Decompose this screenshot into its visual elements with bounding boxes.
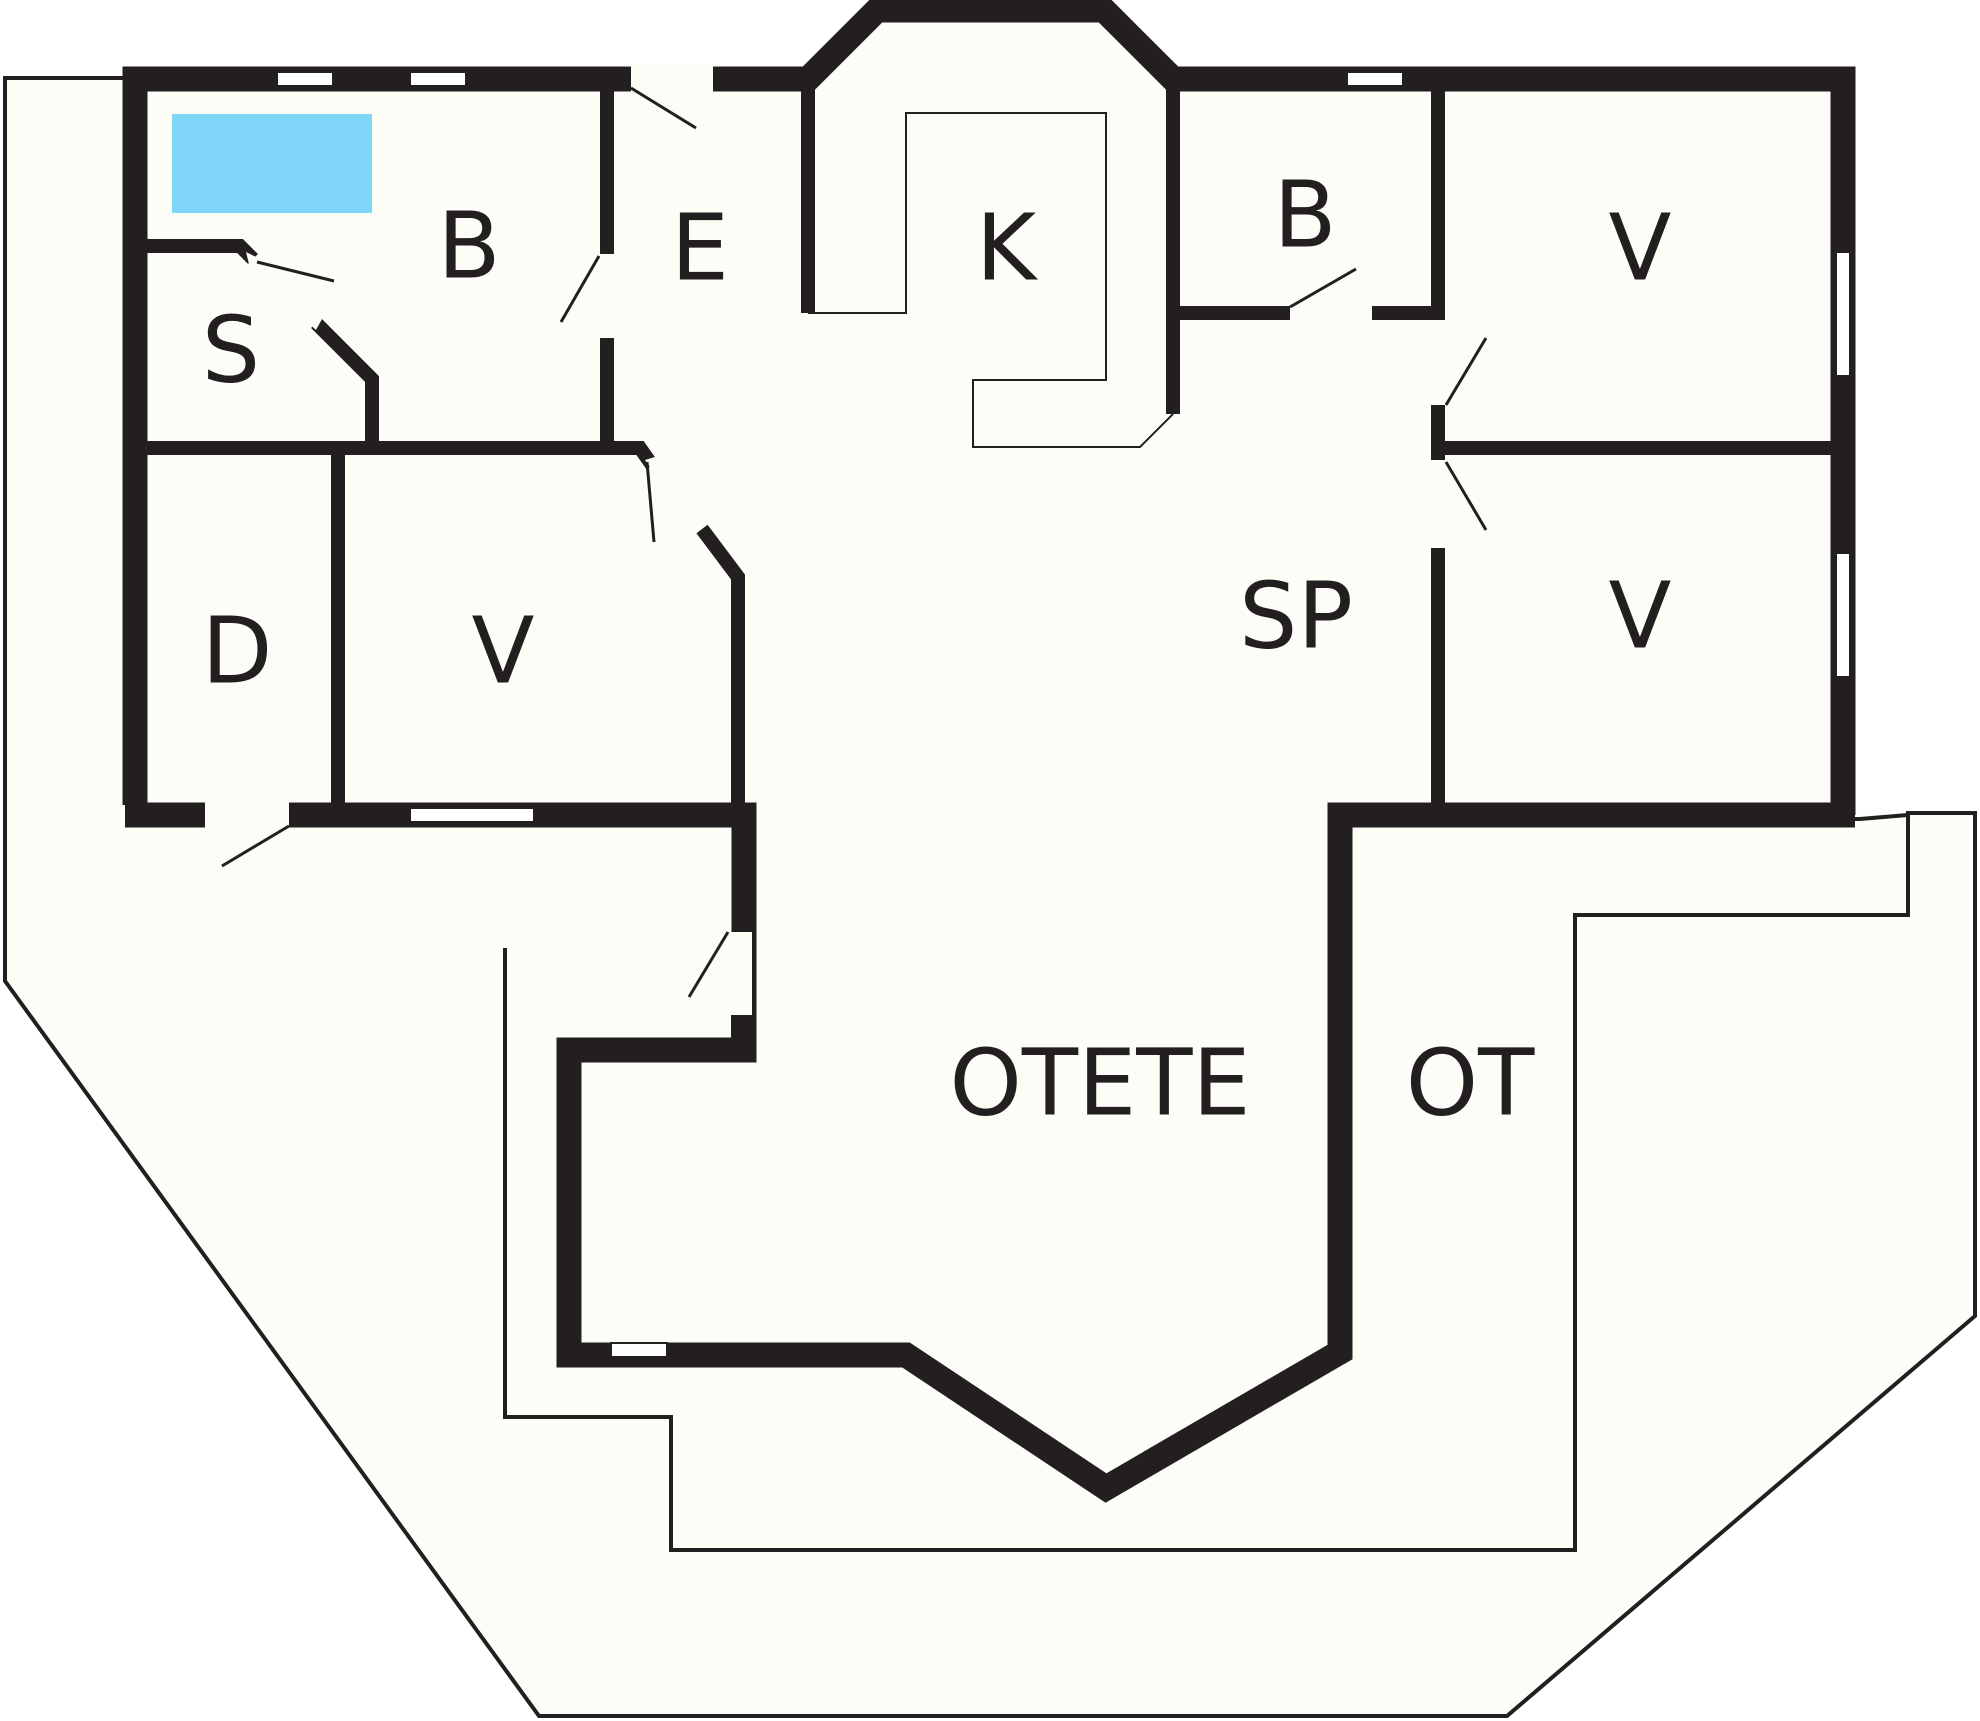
window [1835,552,1851,678]
window [409,71,467,87]
room-label-bedroom-left: V [472,598,535,705]
door-bedroom-top-right [1444,337,1488,406]
window [276,71,334,87]
door-dressing-exterior [221,824,290,868]
window [1346,71,1404,87]
room-label-dressing: D [202,598,273,705]
room-label-dining-living: SP [1239,563,1353,670]
window [409,807,535,823]
kitchen-counters [808,112,1174,448]
doors [205,64,1488,1015]
room-label-terrace: OT [1406,1030,1535,1137]
window [1835,251,1851,377]
door-bathroom-left [559,255,601,323]
room-label-covered-terrace: OTETE [949,1030,1250,1137]
room-label-kitchen: K [976,195,1039,302]
interior-floor [135,12,1843,1484]
door-terrace [687,931,730,998]
room-label-entrance: E [671,195,729,302]
room-label-bedroom-top-right: V [1609,195,1672,302]
room-label-sauna: S [202,297,260,404]
room-labels: B E K B V S D V SP V OTETE OT [202,162,1672,1137]
windows [276,71,1851,1358]
door-bedroom-bottom-right [1444,461,1488,531]
room-label-bathroom-left: B [437,193,500,300]
door-entrance [630,86,697,130]
window [610,1342,668,1358]
door-bedroom-left [645,461,656,543]
room-label-bedroom-bottom-right: V [1609,563,1672,670]
door-sauna [256,260,335,283]
room-label-bathroom-right: B [1273,162,1336,269]
bathtub [172,114,372,213]
door-bathroom-right [1289,267,1357,309]
